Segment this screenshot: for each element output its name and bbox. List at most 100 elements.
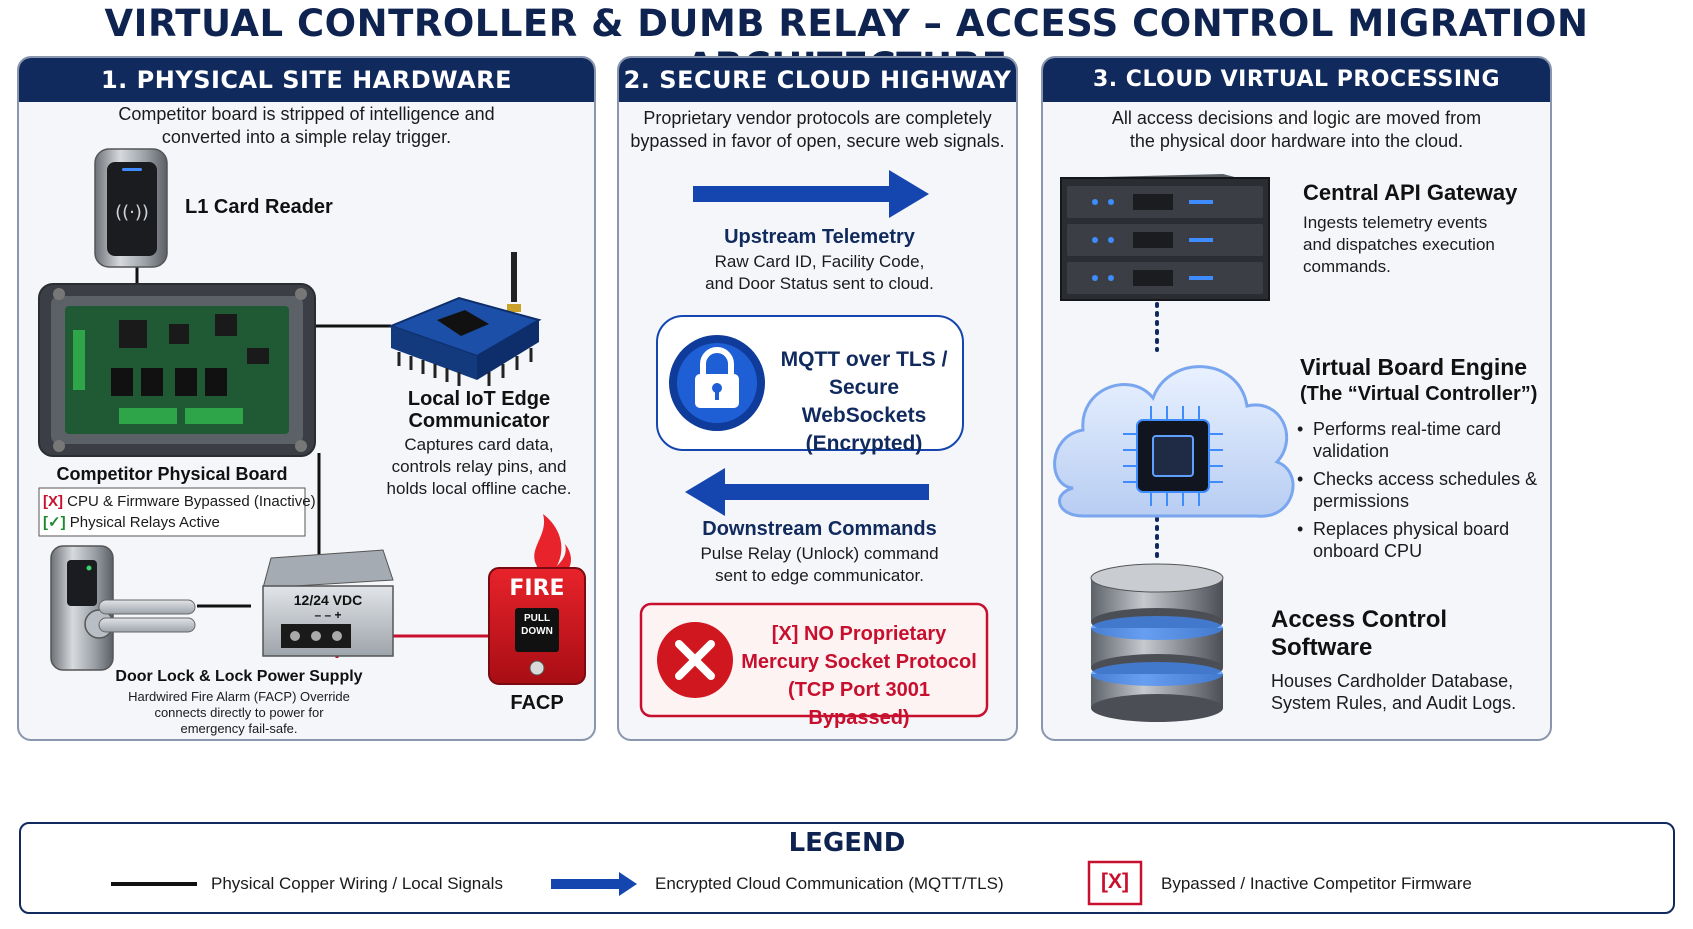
legend-cloud-label: Encrypted Cloud Communication (MQTT/TLS) (655, 874, 1004, 893)
software-desc-line1: Houses Cardholder Database, (1271, 671, 1514, 691)
upstream-title: Upstream Telemetry (724, 226, 915, 248)
edge-communicator-text: Local IoT Edge Communicator Captures car… (359, 388, 594, 500)
status-active-row: [✓] Physical Relays Active (43, 512, 316, 533)
no-proto-line2: Mercury Socket Protocol (741, 651, 977, 673)
lock-desc-line2: connects directly to power for (154, 705, 324, 720)
pull-down-line2: DOWN (521, 626, 553, 637)
legend-swatches (111, 860, 1143, 906)
panel-2-description: Proprietary vendor protocols are complet… (619, 107, 1016, 153)
downstream-title: Downstream Commands (702, 518, 937, 540)
edge-desc-line3: holds local offline cache. (386, 479, 572, 498)
competitor-board-icon (38, 283, 316, 457)
downstream-desc-line2: sent to edge communicator. (715, 566, 924, 585)
engine-bullet-2: Checks access schedules &permissions (1295, 468, 1550, 512)
server-rack-icon (1060, 174, 1270, 301)
bypass-mark-box (1087, 860, 1143, 906)
upstream-arrow-icon (693, 170, 929, 218)
door-lock-icon (50, 545, 196, 671)
panel-2-heading: 2. SECURE CLOUD HIGHWAY (619, 58, 1016, 102)
card-reader-label: L1 Card Reader (185, 196, 333, 218)
cloud-chip-icon (1053, 365, 1295, 518)
gateway-desc-line1: Ingests telemetry events (1303, 213, 1488, 232)
lock-label: Door Lock & Lock Power Supply (115, 668, 363, 685)
svg-text:((·)): ((·)) (115, 202, 149, 223)
status-bypassed-row: [X] CPU & Firmware Bypassed (Inactive) (43, 491, 316, 512)
panel-secure-cloud-highway: 2. SECURE CLOUD HIGHWAY Proprietary vend… (617, 56, 1018, 741)
edge-desc-line1: Captures card data, (404, 435, 554, 454)
card-reader-icon: ((·)) (94, 148, 168, 268)
pull-down-line1: PULL (523, 613, 551, 624)
panel-1-heading: 1. PHYSICAL SITE HARDWARE (19, 58, 594, 102)
panel-3-description-line2: the physical door hardware into the clou… (1129, 131, 1464, 151)
software-title: Access Control Software (1271, 606, 1448, 661)
engine-bullet-2-line1: Checks access schedules & (1313, 469, 1538, 489)
engine-bullet-3-line1: Replaces physical board (1313, 519, 1510, 539)
gateway-desc-line2: and dispatches execution (1303, 235, 1495, 254)
bypassed-mark: [X] (43, 493, 63, 510)
edge-label-line2: Communicator (408, 410, 550, 432)
engine-bullet-1-line1: Performs real-time card validation (1313, 419, 1502, 461)
engine-subtitle: (The “Virtual Controller”) (1300, 383, 1538, 405)
error-x-icon (657, 622, 733, 698)
panel-3-description-line1: All access decisions and logic are moved… (1111, 108, 1482, 128)
engine-text: Virtual Board Engine (The “Virtual Contr… (1300, 354, 1537, 406)
panel-2-description-line2: bypassed in favor of open, secure web si… (630, 131, 1005, 151)
panel-1-hardware-illustration: ((·)) (38, 148, 586, 685)
fire-alarm-pull-station-icon (488, 567, 586, 685)
database-icon (1090, 563, 1224, 722)
downstream-desc-line1: Pulse Relay (Unlock) command (700, 544, 939, 563)
cloud-arrow-swatch (551, 872, 637, 896)
software-desc-line2: System Rules, and Audit Logs. (1271, 693, 1517, 713)
lock-desc-line1: Hardwired Fire Alarm (FACP) Override (128, 689, 350, 704)
board-status-list: [X] CPU & Firmware Bypassed (Inactive) [… (43, 491, 316, 533)
panel-2-description-line1: Proprietary vendor protocols are complet… (643, 108, 992, 128)
no-proto-line1: [X] NO Proprietary (771, 623, 947, 645)
panel-3-illustration (1053, 174, 1295, 722)
no-proto-line3: (TCP Port 3001 Bypassed) (788, 679, 930, 729)
flame-icon (534, 514, 571, 579)
psu-terminals-label: – – + (314, 608, 342, 622)
psu-voltage-label: 12/24 VDC (293, 592, 363, 608)
pull-down-label: PULL DOWN (515, 612, 559, 638)
engine-bullet-2-line2: permissions (1313, 491, 1410, 511)
legend: LEGEND Physical Copper Wiring / Local Si… (19, 822, 1675, 914)
downstream-arrow-icon (685, 468, 929, 516)
legend-bypass-label: Bypassed / Inactive Competitor Firmware (1161, 874, 1472, 893)
software-text: Access Control Software Houses Cardholde… (1271, 606, 1550, 714)
active-check-mark: [✓] (43, 514, 66, 531)
competitor-board-label: Competitor Physical Board (56, 464, 288, 484)
panel-1-description: Competitor board is stripped of intellig… (19, 103, 594, 149)
facp-label: FACP (510, 692, 564, 714)
power-supply-icon (262, 549, 394, 657)
status-bypassed-text: CPU & Firmware Bypassed (Inactive) (67, 493, 316, 510)
legend-bypass-mark: [X] (1101, 870, 1129, 893)
gateway-text: Central API Gateway Ingests telemetry ev… (1303, 180, 1517, 278)
secure-protocol-box: MQTT over TLS / Secure WebSockets (Encry… (769, 346, 959, 458)
secure-line3: (Encrypted) (805, 432, 923, 455)
edge-label-line1: Local IoT Edge (407, 388, 551, 410)
legend-title: LEGEND (788, 828, 906, 858)
padlock-icon (669, 335, 765, 431)
gateway-title: Central API Gateway (1303, 180, 1518, 205)
gateway-desc-line3: commands. (1303, 257, 1391, 276)
panel-1-description-line2: converted into a simple relay trigger. (161, 127, 452, 147)
engine-title: Virtual Board Engine (1300, 354, 1528, 380)
secure-line1: MQTT over TLS / (780, 348, 948, 371)
upstream-desc-line2: and Door Status sent to cloud. (705, 274, 934, 293)
upstream-desc-line1: Raw Card ID, Facility Code, (714, 252, 925, 271)
panel-1-description-line1: Competitor board is stripped of intellig… (118, 104, 495, 124)
fire-label: FIRE (509, 576, 565, 601)
no-proprietary-protocol-box: [X] NO Proprietary Mercury Socket Protoc… (737, 620, 981, 732)
panel-3-description: All access decisions and logic are moved… (1043, 107, 1550, 153)
downstream-text: Downstream Commands Pulse Relay (Unlock)… (619, 518, 1016, 587)
panel-2-illustration (639, 170, 989, 718)
panel-physical-site-hardware: 1. PHYSICAL SITE HARDWARE Competitor boa… (17, 56, 596, 741)
secure-line2: Secure WebSockets (801, 376, 927, 427)
lock-text: Door Lock & Lock Power Supply Hardwired … (79, 668, 399, 737)
lock-desc-line3: emergency fail-safe. (180, 721, 298, 736)
edge-desc-line2: controls relay pins, and (391, 457, 567, 476)
engine-bullets: Performs real-time card validation Check… (1295, 418, 1550, 568)
engine-bullet-1: Performs real-time card validation (1295, 418, 1550, 462)
edge-communicator-icon (388, 252, 542, 386)
